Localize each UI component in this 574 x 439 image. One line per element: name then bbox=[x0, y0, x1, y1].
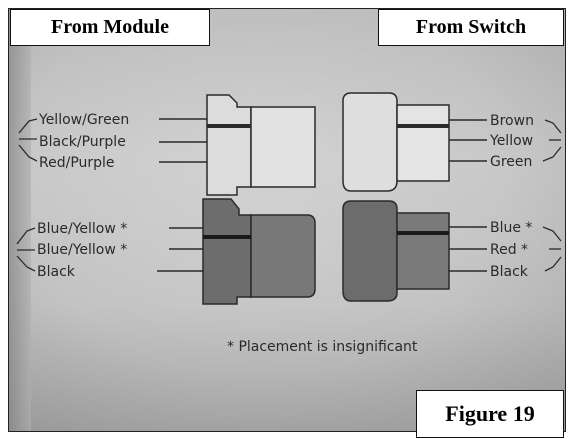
placement-note: * Placement is insignificant bbox=[227, 339, 418, 355]
module-top-housing-left bbox=[206, 94, 252, 196]
switch-top-housing-left bbox=[342, 92, 398, 192]
switch-bottom-label-2: Red * bbox=[490, 242, 528, 258]
module-top-lead-3 bbox=[18, 144, 38, 162]
switch-top-label-1: Brown bbox=[490, 113, 534, 129]
module-bottom-lead-3 bbox=[16, 255, 36, 272]
paper-edge bbox=[9, 9, 31, 431]
switch-bottom-lead-3 bbox=[544, 256, 562, 272]
switch-top-connector bbox=[342, 92, 562, 192]
switch-bottom-connector bbox=[342, 200, 562, 302]
switch-top-label-2: Yellow bbox=[489, 133, 533, 149]
switch-top-lead-1 bbox=[544, 119, 562, 134]
module-top-label-1: Yellow/Green bbox=[38, 112, 129, 128]
switch-bottom-lead-1 bbox=[542, 226, 562, 242]
from-switch-caption: From Switch bbox=[378, 9, 564, 46]
module-bottom-housing-right bbox=[250, 214, 316, 298]
switch-bottom-housing-left bbox=[342, 200, 398, 302]
switch-bottom-label-3: Black bbox=[490, 264, 529, 280]
switch-bottom-housing-right bbox=[396, 212, 450, 290]
diagram-photo: Yellow/Green Black/Purple Red/Purple Blu… bbox=[8, 8, 566, 432]
switch-bottom-label-1: Blue * bbox=[490, 220, 532, 236]
module-top-connector bbox=[18, 94, 316, 196]
switch-top-housing-right bbox=[396, 104, 450, 182]
module-bottom-label-3: Black bbox=[37, 264, 76, 280]
from-module-caption: From Module bbox=[10, 9, 210, 46]
module-top-lead-1 bbox=[18, 118, 38, 134]
module-bottom-label-1: Blue/Yellow * bbox=[37, 221, 127, 237]
module-bottom-housing-left bbox=[202, 198, 252, 305]
module-top-label-3: Red/Purple bbox=[39, 155, 115, 171]
module-top-label-2: Black/Purple bbox=[39, 134, 126, 150]
module-top-housing-right bbox=[250, 106, 316, 188]
switch-top-lead-3 bbox=[542, 146, 562, 162]
module-bottom-label-2: Blue/Yellow * bbox=[37, 242, 127, 258]
module-bottom-lead-1 bbox=[16, 227, 36, 245]
wiring-diagram: Yellow/Green Black/Purple Red/Purple Blu… bbox=[16, 92, 562, 355]
switch-top-label-3: Green bbox=[490, 154, 532, 170]
figure-label: Figure 19 bbox=[416, 390, 564, 438]
module-bottom-connector bbox=[16, 198, 316, 305]
